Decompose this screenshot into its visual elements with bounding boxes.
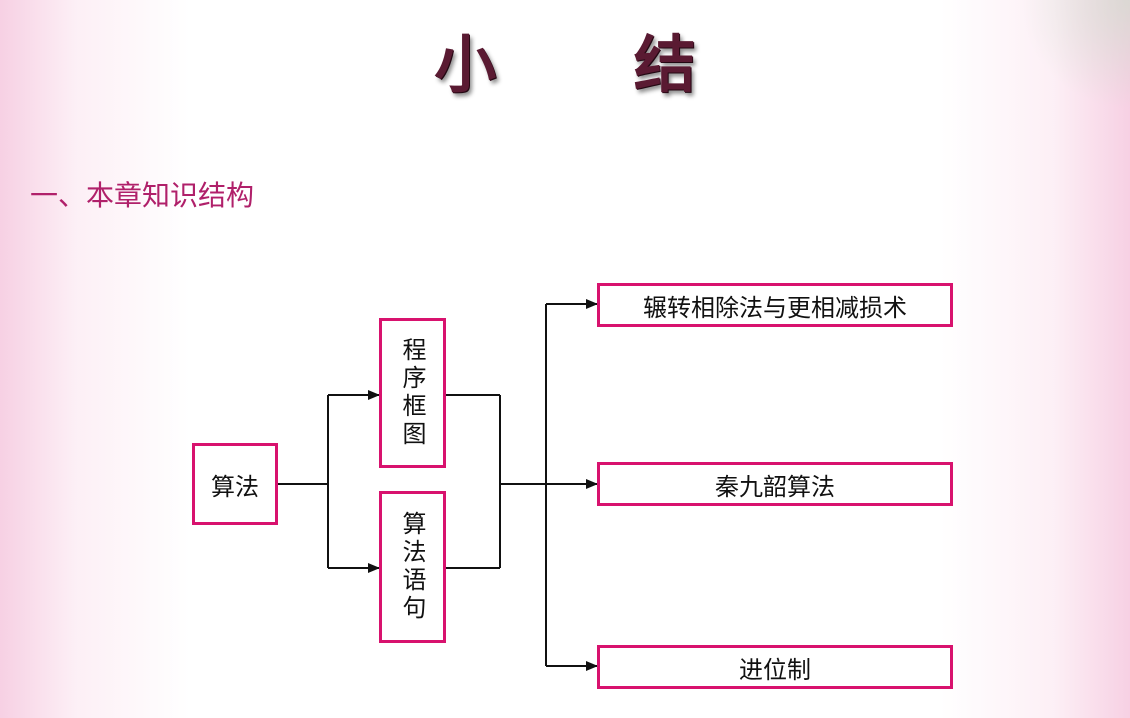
- section-heading: 一、本章知识结构: [30, 179, 255, 212]
- slide-title: 小 结: [434, 28, 754, 101]
- box-algorithm-statements: 算法语句: [379, 491, 446, 643]
- box-euclid-method: 辗转相除法与更相减损术: [597, 283, 953, 327]
- box-qin-jiushao: 秦九韶算法: [597, 462, 953, 506]
- box-number-base: 进位制: [597, 645, 953, 689]
- box-flowchart: 程序框图: [379, 318, 446, 468]
- box-algorithm: 算法: [192, 443, 278, 525]
